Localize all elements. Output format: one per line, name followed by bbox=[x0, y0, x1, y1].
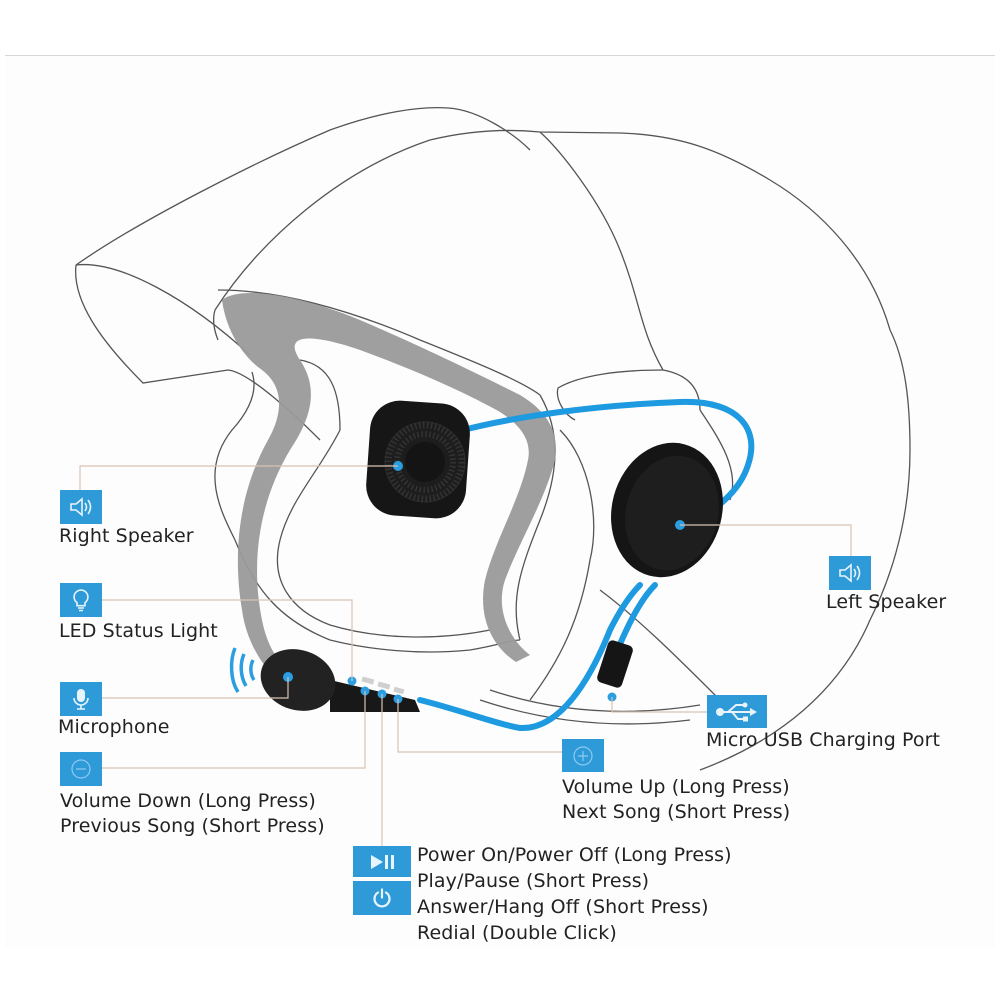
usb-icon-box bbox=[707, 695, 767, 728]
play-pause-icon bbox=[371, 854, 394, 869]
led-status-light-label: LED Status Light bbox=[59, 620, 218, 642]
power-play-line-3: Answer/Hang Off (Short Press) bbox=[417, 896, 709, 918]
volume-up-icon-box bbox=[562, 739, 604, 772]
power-play-line-4: Redial (Double Click) bbox=[417, 922, 617, 944]
left-speaker-device bbox=[611, 442, 723, 578]
helmet-padding bbox=[222, 292, 556, 688]
volume-down-line-1: Volume Down (Long Press) bbox=[60, 790, 316, 812]
right-speaker-device bbox=[366, 400, 470, 519]
microphone-label: Microphone bbox=[58, 716, 170, 738]
left-speaker-label: Left Speaker bbox=[826, 591, 947, 613]
left-speaker-icon-box bbox=[829, 556, 871, 590]
volume-up-label: Volume Up (Long Press) Next Song (Short … bbox=[562, 775, 790, 825]
micro-usb-label: Micro USB Charging Port bbox=[706, 729, 941, 751]
power-icon bbox=[373, 888, 391, 908]
led-icon-box bbox=[60, 583, 102, 617]
volume-down-line-2: Previous Song (Short Press) bbox=[60, 815, 325, 837]
power-play-line-2: Play/Pause (Short Press) bbox=[417, 870, 650, 892]
speaker-icon bbox=[839, 563, 861, 583]
speaker-icon bbox=[70, 497, 92, 517]
power-play-label: Power On/Power Off (Long Press) Play/Pau… bbox=[417, 842, 732, 946]
diagram-frame bbox=[5, 55, 995, 948]
volume-down-label: Volume Down (Long Press) Previous Song (… bbox=[60, 789, 325, 839]
play-pause-icon-box bbox=[353, 846, 411, 877]
power-icon-box bbox=[353, 881, 411, 915]
lightbulb-icon bbox=[73, 589, 89, 612]
volume-up-line-1: Volume Up (Long Press) bbox=[562, 776, 790, 798]
power-play-line-1: Power On/Power Off (Long Press) bbox=[417, 844, 732, 866]
plus-circle-icon bbox=[573, 745, 593, 766]
right-speaker-label: Right Speaker bbox=[59, 525, 194, 547]
shell-top bbox=[214, 129, 891, 331]
leader-lines bbox=[79, 465, 852, 848]
minus-circle-icon bbox=[71, 759, 91, 779]
volume-down-icon-box bbox=[60, 752, 102, 786]
volume-up-line-2: Next Song (Short Press) bbox=[562, 801, 791, 823]
usb-icon bbox=[716, 702, 757, 721]
microphone-icon bbox=[73, 689, 89, 710]
microphone-icon-box bbox=[60, 682, 102, 716]
right-speaker-icon-box bbox=[60, 490, 102, 524]
